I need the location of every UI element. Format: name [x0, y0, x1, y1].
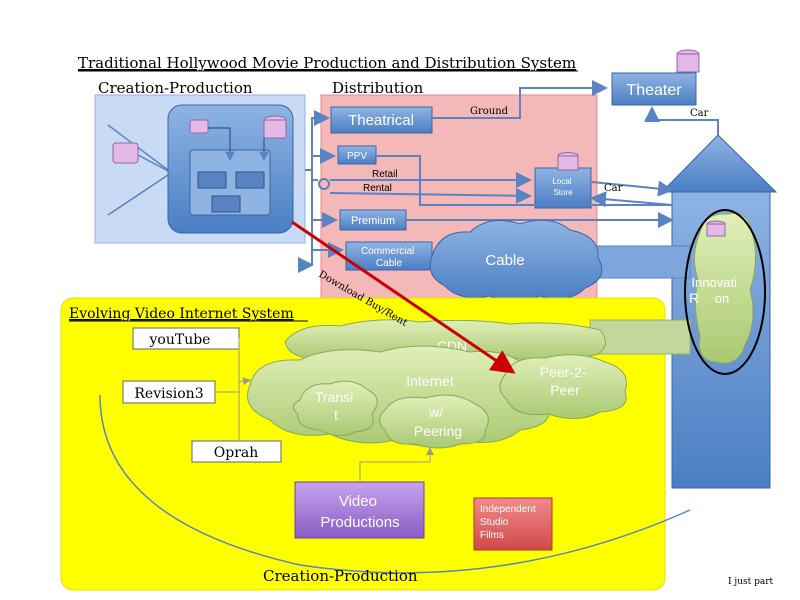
creation-production-bottom-label: Creation-Production — [263, 567, 418, 585]
studio-step-3 — [211, 195, 241, 213]
peer2peer-line-2: Peer — [550, 382, 580, 398]
rental-line — [329, 187, 532, 204]
download-red-arrow — [291, 220, 516, 374]
local-store-line-1: Local — [552, 177, 571, 186]
studio-step-1 — [197, 171, 227, 189]
video-productions-line-2: Productions — [320, 514, 399, 531]
retail-label: Retail — [372, 169, 398, 180]
evolving-title: Evolving Video Internet System — [69, 306, 294, 322]
peering-line-2: Peering — [414, 423, 462, 439]
innovation-line-1: Innovati — [691, 275, 737, 290]
studio-flow-1 — [208, 127, 235, 162]
distribution-label: Distribution — [332, 79, 424, 97]
car-arrow-store-1 — [591, 180, 674, 197]
creator-box — [112, 142, 139, 164]
ppv-to-home-line — [376, 155, 672, 206]
home-roof — [660, 134, 778, 193]
arrow-to-theatrical — [305, 110, 330, 171]
independent-line-1: Independent — [480, 504, 536, 515]
studio-storage-icon — [263, 119, 287, 139]
youtube-label: youTube — [149, 332, 211, 348]
local-store-storage-icon — [557, 155, 579, 171]
transit-label: Transi t — [315, 389, 357, 423]
input-line-3 — [137, 154, 171, 173]
commercial-cable-line-2: Cable — [376, 258, 403, 269]
r-label: R — [689, 290, 699, 306]
commercial-cable-label: Commercial Cable — [361, 246, 417, 269]
local-store-line-2: Store — [553, 188, 573, 197]
transit-cloud — [293, 380, 378, 436]
creation-production-top-label: Creation-Production — [98, 79, 253, 97]
theater-box — [611, 72, 697, 106]
studio-step-2 — [235, 171, 265, 189]
cable-pipe — [589, 245, 691, 279]
innovation-label: Innovati on — [691, 275, 740, 306]
peer2peer-cloud — [499, 354, 627, 419]
transit-line-1: Transi — [315, 389, 353, 405]
video-productions-label: Video Productions — [320, 493, 399, 531]
peering-cloud — [379, 394, 489, 449]
innovation-line-2: on — [715, 291, 729, 306]
car-store-label: Car — [604, 183, 623, 194]
ground-label: Ground — [470, 106, 509, 117]
creators-to-internet-arrow — [238, 377, 251, 386]
independent-films-label: Independent Studio Films — [480, 504, 538, 541]
oprah-box — [191, 440, 282, 463]
theatrical-label: Theatrical — [348, 112, 414, 129]
peering-label: w/ Peering — [414, 404, 462, 439]
independent-line-3: Films — [480, 530, 504, 541]
peer2peer-label: Peer-2- Peer — [540, 364, 591, 398]
home-storage-icon — [706, 223, 726, 237]
video-productions-line-1: Video — [339, 493, 377, 510]
video-to-internet-arrow — [359, 447, 434, 482]
car-arrow-theater — [644, 106, 719, 135]
car-arrow-store-2 — [590, 191, 673, 208]
title: Traditional Hollywood Movie Production a… — [78, 54, 576, 72]
production-curve — [99, 394, 691, 574]
theatrical-box — [330, 106, 433, 134]
studio-source-box — [189, 119, 209, 134]
internet-label: Internet — [406, 373, 454, 389]
cable-cloud — [429, 219, 603, 302]
peer2peer-line-1: Peer-2- — [540, 364, 587, 380]
car-top-label: Car — [690, 108, 709, 119]
ground-arrow — [432, 80, 608, 119]
peering-line-1: w/ — [428, 404, 443, 420]
retail-junction — [318, 178, 330, 190]
revision3-label: Revision3 — [134, 386, 203, 402]
ppv-label: PPV — [347, 151, 367, 162]
transit-line-2: t — [334, 407, 338, 423]
independent-films-box — [473, 497, 553, 551]
input-line-2 — [107, 174, 169, 216]
rental-label: Rental — [363, 183, 392, 194]
oprah-label: Oprah — [214, 445, 259, 461]
cdn-pipe — [589, 319, 691, 355]
independent-line-2: Studio — [480, 517, 509, 528]
commercial-cable-line-1: Commercial — [361, 246, 414, 257]
cable-label: Cable — [485, 252, 524, 269]
local-store-label: Local Store — [552, 177, 573, 197]
theater-label: Theater — [626, 82, 682, 99]
premium-label: Premium — [351, 215, 395, 227]
footnote: I just part — [728, 577, 774, 587]
innovation-highlight-circle — [684, 209, 766, 375]
theater-storage-icon — [676, 53, 700, 73]
